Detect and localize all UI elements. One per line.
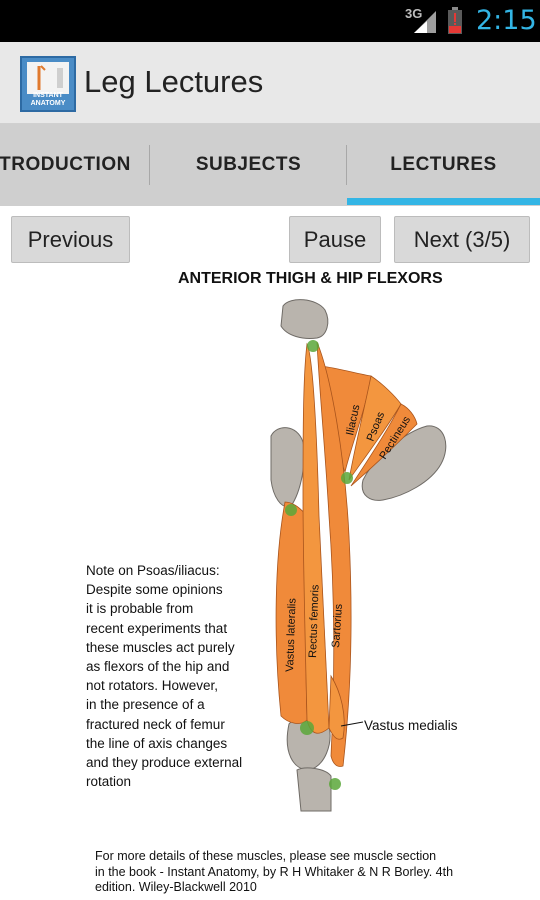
- attachment-mark: [307, 340, 319, 352]
- instant-anatomy-icon[interactable]: INSTANT ANATOMY: [20, 56, 76, 112]
- psoas-iliacus-note: Note on Psoas/iliacus: Despite some opin…: [86, 563, 243, 790]
- rectus-femoris-muscle: [302, 342, 330, 734]
- page-title: Leg Lectures: [84, 64, 264, 99]
- vastus-medialis-muscle: [328, 674, 345, 740]
- network-type: 3G: [405, 6, 423, 21]
- selected-tab-indicator: [347, 198, 540, 205]
- next-button[interactable]: Next (3/5): [394, 216, 530, 263]
- vastus-medialis-leader: [340, 721, 364, 727]
- psoas-muscle: [348, 375, 402, 481]
- tab-label: SUBJECTS: [195, 154, 302, 175]
- tab-divider: [149, 145, 150, 185]
- tab-label: TRODUCTION: [0, 154, 131, 175]
- label-vastus-lateralis: Vastus lateralis: [284, 597, 299, 672]
- attachment-mark: [329, 778, 341, 790]
- app-icon-artwork: [27, 62, 69, 94]
- ilium-bone: [280, 299, 329, 339]
- tab-bar: TRODUCTION SUBJECTS LECTURES: [0, 124, 540, 206]
- previous-button[interactable]: Previous: [11, 216, 130, 263]
- status-bar: 3G 2:15: [0, 0, 540, 42]
- attachment-mark: [285, 504, 297, 516]
- label-vastus-medialis: Vastus medialis: [364, 718, 458, 733]
- pause-button[interactable]: Pause: [289, 216, 381, 263]
- signal-icon: [414, 11, 436, 33]
- tab-label: LECTURES: [390, 154, 497, 175]
- sartorius-muscle: [316, 341, 352, 767]
- trochanter-bone: [270, 427, 305, 508]
- figure-title: ANTERIOR THIGH & HIP FLEXORS: [178, 270, 443, 287]
- label-rectus-femoris: Rectus femoris: [307, 584, 322, 658]
- thigh-muscle-illustration: Iliacus Psoas Pectineus Vastus lateralis…: [270, 299, 447, 812]
- clock: 2:15: [476, 5, 537, 36]
- tab-divider: [346, 145, 347, 185]
- tab-subjects[interactable]: SUBJECTS: [150, 124, 347, 206]
- tibia-bone: [296, 767, 332, 812]
- app-icon-label: INSTANT ANATOMY: [30, 92, 66, 107]
- attachment-mark: [300, 721, 314, 735]
- tab-introduction[interactable]: TRODUCTION: [0, 124, 140, 206]
- action-bar: INSTANT ANATOMY Leg Lectures: [0, 42, 540, 124]
- battery-low-icon: [448, 7, 462, 34]
- label-sartorius: Sartorius: [330, 603, 345, 648]
- tab-lectures[interactable]: LECTURES: [347, 124, 540, 206]
- pectineus-muscle: [350, 403, 418, 487]
- reference-footer: For more details of these muscles, pleas…: [95, 849, 454, 894]
- attachment-mark: [341, 472, 353, 484]
